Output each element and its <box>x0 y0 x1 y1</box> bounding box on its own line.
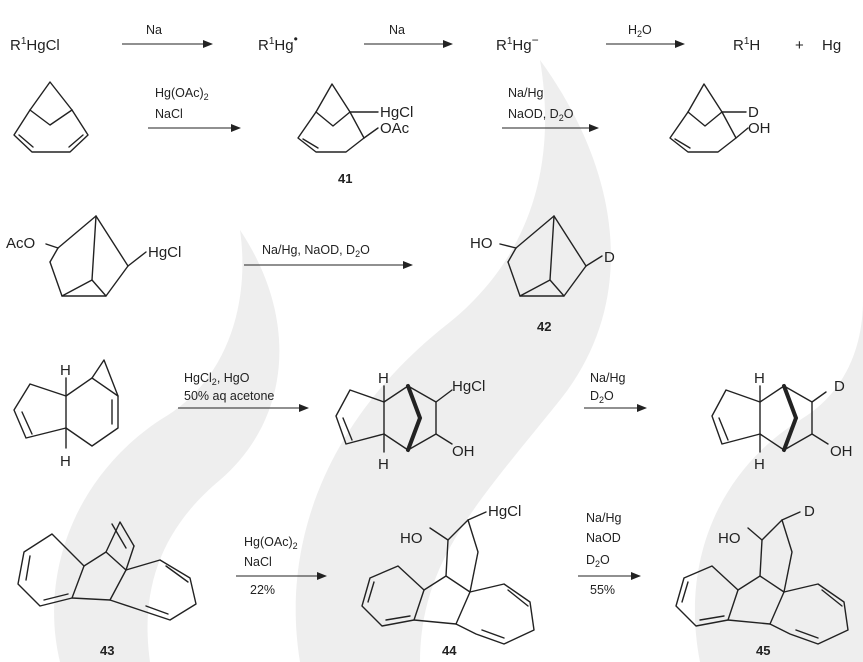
row4-reagent1-line2: 50% aq acetone <box>184 389 274 403</box>
compound-44-ho: HO <box>400 530 423 547</box>
row3-start-aco: AcO <box>6 235 35 252</box>
row5-reagent2-line1: Na/Hg <box>586 511 621 525</box>
row1-reagent-2: Na <box>389 23 405 37</box>
row1-general-scheme: R1HgCl Na R1Hg• Na R1Hg− H2O R1H + Hg <box>10 23 841 54</box>
compound-44-structure <box>361 511 535 645</box>
row1-radical: R1Hg• <box>258 32 298 54</box>
row3-reagent: Na/Hg, NaOD, D2O <box>262 243 370 259</box>
row4-intermediate-structure <box>335 384 453 453</box>
norbornadiene-structure <box>13 81 89 153</box>
row5-reagent2-line4: 55% <box>590 583 615 597</box>
row1-reagent-1: Na <box>146 23 162 37</box>
row5-reagent1-line3: 22% <box>250 583 275 597</box>
watermark-leaf-pattern <box>54 60 863 662</box>
row4-intermediate-oh: OH <box>452 443 475 460</box>
row1-reagent-3: H2O <box>628 23 652 39</box>
compound-41-oac: OAc <box>380 120 410 137</box>
row4-intermediate-hgcl: HgCl <box>452 378 485 395</box>
row4-reagent2-line1: Na/Hg <box>590 371 625 385</box>
row4-product-h-top: H <box>754 370 765 387</box>
compound-43-structure <box>17 521 197 621</box>
row1-start: R1HgCl <box>10 36 60 54</box>
row1-plus: + <box>795 37 804 54</box>
row2-reagent1-line2: NaCl <box>155 107 183 121</box>
compound-42-d: D <box>604 249 615 266</box>
row2-product-oh: OH <box>748 120 771 137</box>
row3-nortricyclene-scheme: AcO HgCl Na/Hg, NaOD, D2O HO D 42 <box>6 215 615 334</box>
row4-start-h-top: H <box>60 362 71 379</box>
compound-43-label: 43 <box>100 643 114 658</box>
row5-reagent1-line1: Hg(OAc)2 <box>244 535 298 551</box>
row5-dibenzobarrelene-scheme: 43 Hg(OAc)2 NaCl 22% HO HgCl 44 Na/Hg Na… <box>17 503 849 658</box>
row3-start-structure <box>45 215 147 297</box>
row4-reagent2-line2: D2O <box>590 389 614 405</box>
row4-product-oh: OH <box>830 443 853 460</box>
row2-reagent1-line1: Hg(OAc)2 <box>155 86 209 102</box>
row3-start-hgcl: HgCl <box>148 244 181 261</box>
compound-44-label: 44 <box>442 643 457 658</box>
row5-reagent2-line3: D2O <box>586 553 610 569</box>
row5-reagent1-line2: NaCl <box>244 555 272 569</box>
dicyclopentadiene-structure <box>13 359 119 449</box>
row4-product-h-bottom: H <box>754 456 765 473</box>
compound-45-label: 45 <box>756 643 770 658</box>
row4-product-d: D <box>834 378 845 395</box>
row2-reagent2-line1: Na/Hg <box>508 86 543 100</box>
row1-product: R1H <box>733 36 760 54</box>
row2-norbornadiene-scheme: Hg(OAc)2 NaCl HgCl OAc 41 Na/Hg NaOD, D2… <box>13 81 771 186</box>
compound-42-ho: HO <box>470 235 493 252</box>
row4-reagent1-line1: HgCl2, HgO <box>184 371 250 387</box>
row4-dicyclopentadiene-scheme: H H HgCl2, HgO 50% aq acetone H H HgCl O… <box>13 359 853 473</box>
compound-44-hgcl: HgCl <box>488 503 521 520</box>
row4-intermediate-h-top: H <box>378 370 389 387</box>
row4-product-structure <box>711 384 829 453</box>
compound-42-structure <box>499 215 603 297</box>
compound-42-label: 42 <box>537 319 551 334</box>
compound-45-d: D <box>804 503 815 520</box>
row2-product-structure <box>669 83 749 153</box>
compound-41-hgcl: HgCl <box>380 104 413 121</box>
compound-41-structure <box>297 83 379 153</box>
row2-product-d: D <box>748 104 759 121</box>
compound-41-label: 41 <box>338 171 352 186</box>
row5-reagent2-line2: NaOD <box>586 531 621 545</box>
row2-reagent2-line2: NaOD, D2O <box>508 107 574 123</box>
row4-intermediate-h-bottom: H <box>378 456 389 473</box>
compound-45-structure <box>675 511 849 645</box>
row1-anion: R1Hg− <box>496 33 539 54</box>
row1-mercury: Hg <box>822 37 841 54</box>
row4-start-h-bottom: H <box>60 453 71 470</box>
compound-45-ho: HO <box>718 530 741 547</box>
